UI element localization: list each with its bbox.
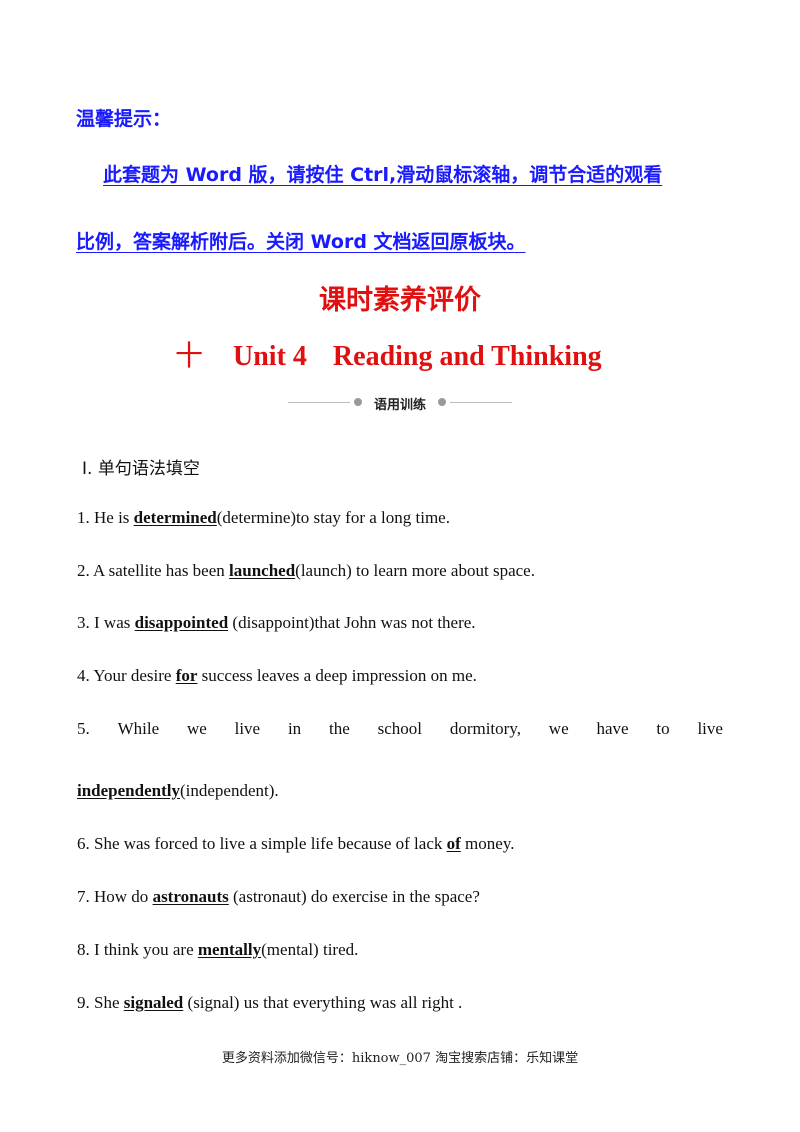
word: in [287,719,302,738]
word: 5. [77,719,90,738]
question-4: 4. Your desire for success leaves a deep… [77,666,477,686]
question-text: (signal) us that everything was all righ… [183,993,463,1012]
answer: launched [229,561,296,580]
word: we [186,719,207,738]
tip-line-2: 比例，答案解析附后。关闭 Word 文档返回原板块。 [76,231,526,253]
lesson-number: 十 [175,339,204,372]
question-text: 8. I think you are [77,940,198,959]
question-8: 8. I think you are mentally(mental) tire… [77,940,358,960]
lesson-topic: Reading and Thinking [332,341,602,372]
question-5-line-2: independently(independent). [77,781,279,801]
divider-line-left [288,402,350,403]
divider-line-right [450,402,512,403]
question-text: 6. She was forced to live a simple life … [77,834,447,853]
question-6: 6. She was forced to live a simple life … [77,834,514,854]
answer: determined [133,508,217,527]
page-title: 课时素养评价 [319,285,481,316]
question-1: 1. He is determined(determine)to stay fo… [77,508,450,528]
word: we [548,719,569,738]
question-text: (independent). [179,781,279,800]
question-text: (determine)to stay for a long time. [216,508,450,527]
word: live [697,719,723,738]
answer: astronauts [152,887,229,906]
answer: for [175,666,198,685]
question-text: 1. He is [77,508,134,527]
answer: mentally [197,940,262,959]
question-text: 4. Your desire [77,666,176,685]
word: dormitory, [449,719,521,738]
question-text: money. [460,834,515,853]
word: live [234,719,261,738]
question-text: (launch) to learn more about space. [295,561,535,580]
question-text: (disappoint)that John was not there. [228,613,476,632]
divider-label: 语用训练 [373,398,426,413]
word: school [377,719,422,738]
answer: disappointed [134,613,229,632]
section-heading: Ⅰ. 单句语法填空 [82,459,200,479]
word: While [117,719,160,738]
lesson-title: 十 Unit 4 Reading and Thinking [175,334,602,374]
page-footer: 更多资料添加微信号：hiknow_007 淘宝搜索店铺：乐知课堂 [221,1051,579,1066]
question-3: 3. I was disappointed (disappoint)that J… [77,613,476,633]
tip-line-1: 此套题为 Word 版，请按住 Ctrl,滑动鼠标滚轴，调节合适的观看 [103,164,663,186]
divider-dot-right [438,398,446,406]
answer: independently [77,781,180,800]
lesson-unit: Unit 4 [233,341,307,372]
question-5-line-1: 5. While we live in the school dormitory… [77,719,723,739]
question-text: 7. How do [77,887,153,906]
answer: of [446,834,461,853]
question-text: 3. I was [77,613,135,632]
question-9: 9. She signaled (signal) us that everyth… [77,993,462,1013]
question-text: success leaves a deep impression on me. [197,666,477,685]
word: the [329,719,350,738]
word: have [596,719,629,738]
question-text: 9. She [77,993,124,1012]
question-text: 2. A satellite has been [77,561,230,580]
tip-label: 温馨提示： [76,108,172,130]
section-divider: 语用训练 [288,395,512,413]
question-2: 2. A satellite has been launched(launch)… [77,561,535,581]
divider-dot-left [354,398,362,406]
question-text: (astronaut) do exercise in the space? [228,887,480,906]
answer: signaled [123,993,184,1012]
question-text: (mental) tired. [261,940,359,959]
word: to [656,719,670,738]
question-7: 7. How do astronauts (astronaut) do exer… [77,887,480,907]
